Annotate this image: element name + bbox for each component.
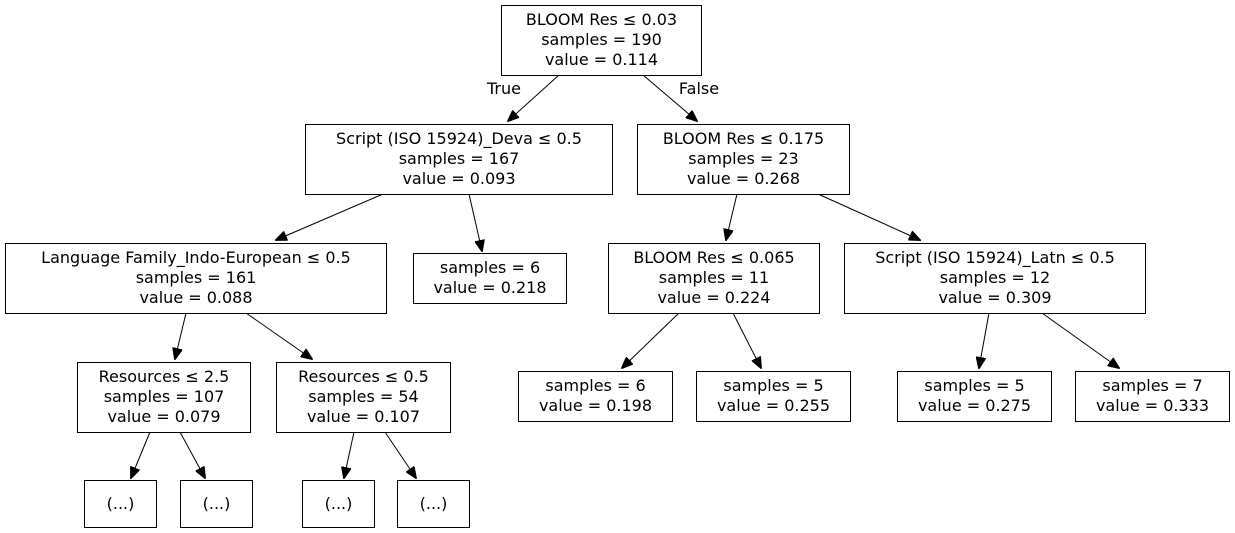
tree-node-resources-05-split: Resources ≤ 0.5 samples = 54 value = 0.1… [276,362,451,433]
tree-node-latn-split: Script (ISO 15924)_Latn ≤ 0.5 samples = … [844,243,1146,314]
tree-truncated-node: (...) [397,480,470,528]
tree-truncated-node: (...) [84,480,157,528]
node-samples: samples = 5 [723,376,823,395]
tree-node-indo-european-split: Language Family_Indo-European ≤ 0.5 samp… [5,243,387,314]
node-samples: samples = 167 [399,149,520,168]
node-split-condition: Resources ≤ 2.5 [99,367,230,386]
tree-node-root: BLOOM Res ≤ 0.03 samples = 190 value = 0… [501,5,702,76]
node-value: value = 0.255 [717,396,830,415]
tree-edges [131,74,1119,478]
truncated-marker: (...) [325,494,353,513]
edge-n5-n9 [622,312,680,368]
node-split-condition: BLOOM Res ≤ 0.065 [633,248,794,267]
node-samples: samples = 5 [924,376,1024,395]
tree-node-bloom-0065-split: BLOOM Res ≤ 0.065 samples = 11 value = 0… [608,243,820,314]
edge-n0-n1 [508,74,560,121]
node-value: value = 0.333 [1096,396,1209,415]
edge-n2-n5 [726,193,738,240]
tree-leaf-node: samples = 5 value = 0.275 [897,371,1052,422]
node-split-condition: Language Family_Indo-European ≤ 0.5 [41,248,351,268]
node-samples: samples = 161 [136,268,257,287]
edge-n7-n13 [131,431,151,478]
tree-node-resources-25-split: Resources ≤ 2.5 samples = 107 value = 0.… [77,362,251,433]
node-value: value = 0.268 [687,169,800,188]
truncated-marker: (...) [420,494,448,513]
node-split-condition: Script (ISO 15924)_Deva ≤ 0.5 [336,129,582,149]
edge-n0-n2 [642,74,697,121]
node-value: value = 0.088 [139,288,252,307]
false-edge-label: False [679,79,719,98]
node-split-condition: BLOOM Res ≤ 0.175 [663,129,824,148]
edge-n1-n3 [276,193,384,240]
node-samples: samples = 6 [440,258,540,277]
node-value: value = 0.224 [657,288,770,307]
edge-n6-n12 [1041,312,1119,368]
tree-leaf-node: samples = 6 value = 0.198 [518,371,673,422]
node-value: value = 0.114 [545,50,658,69]
tree-node-bloom-0175-split: BLOOM Res ≤ 0.175 samples = 23 value = 0… [637,124,850,195]
truncated-marker: (...) [203,494,231,513]
node-samples: samples = 12 [940,268,1050,287]
node-samples: samples = 6 [545,376,645,395]
truncated-marker: (...) [107,494,135,513]
node-value: value = 0.198 [539,396,652,415]
edge-n8-n15 [344,431,355,478]
tree-leaf-node: samples = 5 value = 0.255 [696,371,851,422]
node-samples: samples = 107 [104,387,225,406]
node-value: value = 0.275 [918,396,1031,415]
node-samples: samples = 23 [688,149,798,168]
edge-n8-n16 [384,431,416,478]
node-samples: samples = 54 [308,387,418,406]
node-samples: samples = 190 [541,30,662,49]
node-split-condition: Script (ISO 15924)_Latn ≤ 0.5 [875,248,1115,268]
node-split-condition: Resources ≤ 0.5 [298,367,429,386]
node-value: value = 0.093 [402,169,515,188]
edge-n1-n4 [468,193,482,251]
true-edge-label: True [486,79,521,98]
tree-truncated-node: (...) [180,480,253,528]
node-samples: samples = 11 [659,268,769,287]
tree-node-deva-split: Script (ISO 15924)_Deva ≤ 0.5 samples = … [305,124,613,195]
tree-leaf-node: samples = 7 value = 0.333 [1075,371,1230,422]
edge-n5-n10 [732,312,761,368]
node-samples: samples = 7 [1102,376,1202,395]
edge-n3-n8 [245,312,312,359]
node-split-condition: BLOOM Res ≤ 0.03 [526,10,677,29]
tree-leaf-node: samples = 6 value = 0.218 [413,253,567,304]
node-value: value = 0.079 [107,407,220,426]
edge-n3-n7 [175,312,187,359]
edge-n7-n14 [179,431,205,478]
tree-truncated-node: (...) [302,480,375,528]
node-value: value = 0.309 [938,288,1051,307]
node-value: value = 0.107 [307,407,420,426]
edge-n2-n6 [817,193,920,240]
node-value: value = 0.218 [433,278,546,297]
edge-n6-n11 [979,312,990,368]
